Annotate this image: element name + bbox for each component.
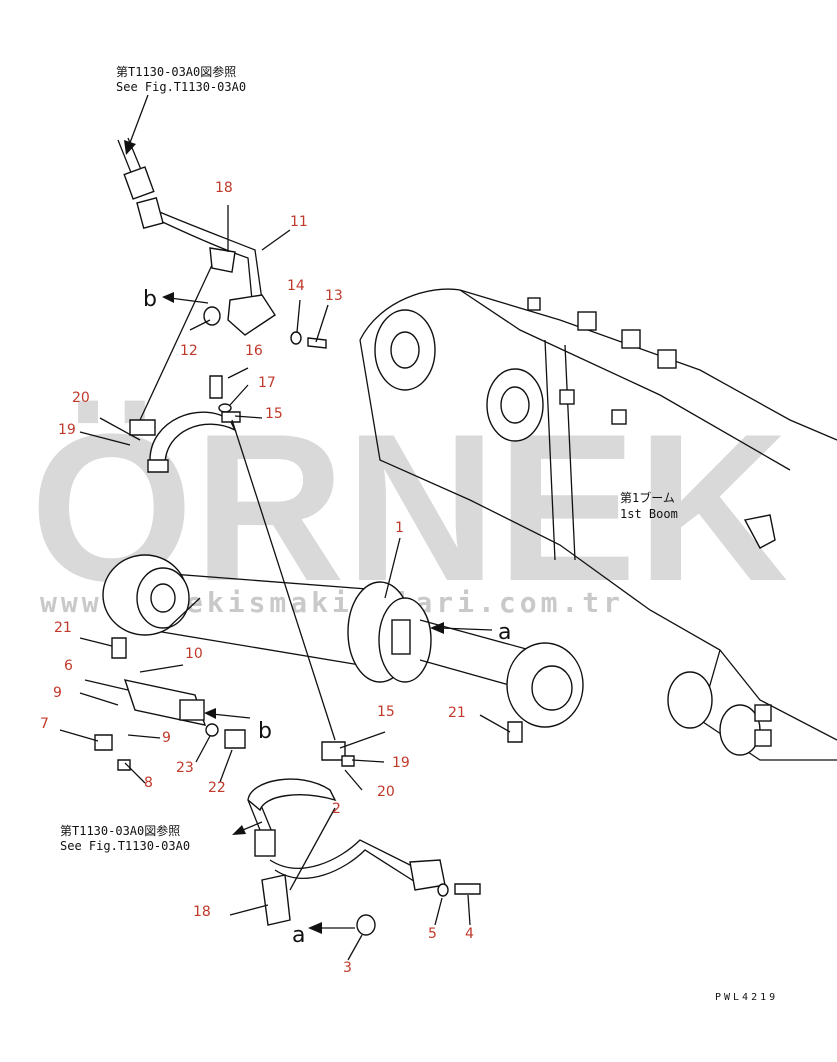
callout-21-right: 21 [448,705,466,721]
callout-6: 6 [64,658,73,674]
callout-22: 22 [208,780,226,796]
callout-12: 12 [180,343,198,359]
callout-1: 1 [395,520,404,536]
view-letter-a-bottom: a [292,923,305,948]
direction-arrows [124,94,493,934]
callout-17: 17 [258,375,276,391]
callout-21-left: 21 [54,620,72,636]
callout-11: 11 [290,214,308,230]
boom-label-en: 1st Boom [620,507,678,521]
reference-note-top-jp: 第T1130-03A0図参照 [116,64,236,79]
leader-lines [59,205,511,961]
boom-label-jp: 第1ブーム [620,490,675,505]
callout-20-top: 20 [72,390,90,406]
valve-block [94,637,523,771]
callout-9-left: 9 [53,685,62,701]
reference-note-bottom-en: See Fig.T1130-03A0 [60,839,190,853]
bottom-pipe-assembly [247,741,481,936]
callout-5: 5 [428,926,437,942]
view-letter-a-right: a [498,620,511,645]
callout-19-bottom: 19 [392,755,410,771]
top-pipe-assembly [117,137,327,473]
callout-3: 3 [343,960,352,976]
callout-13: 13 [325,288,343,304]
drawing-number: PWL4219 [715,992,778,1003]
boom-cylinder [102,554,584,728]
callout-15-top: 15 [265,406,283,422]
callout-9-right: 9 [162,730,171,746]
reference-note-bottom-jp: 第T1130-03A0図参照 [60,823,180,838]
callout-16: 16 [245,343,263,359]
callout-2: 2 [332,801,341,817]
callout-8: 8 [144,775,153,791]
reference-note-top-en: See Fig.T1130-03A0 [116,80,246,94]
view-letter-b-mid: b [258,719,272,744]
callout-15-bottom: 15 [377,704,395,720]
callout-19-top: 19 [58,422,76,438]
callout-10: 10 [185,646,203,662]
callout-14: 14 [287,278,305,294]
callout-18-top: 18 [215,180,233,196]
callout-20-bottom: 20 [377,784,395,800]
callout-7: 7 [40,716,49,732]
callout-4: 4 [465,926,474,942]
callout-23: 23 [176,760,194,776]
callout-18-bottom: 18 [193,904,211,920]
view-letter-b-top: b [143,287,157,312]
boom-drawing [359,288,837,761]
